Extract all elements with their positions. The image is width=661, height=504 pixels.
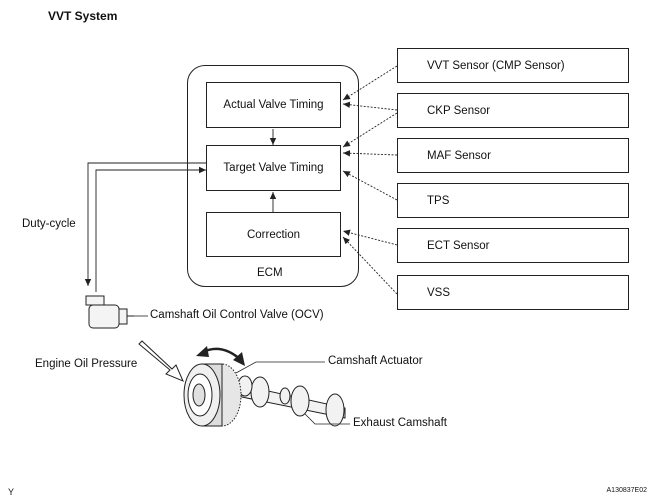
arrow-vvt-to-actual <box>342 65 398 101</box>
correction-box: Correction <box>206 212 341 257</box>
sensor-maf: MAF Sensor <box>397 138 629 173</box>
sensor-vvt: VVT Sensor (CMP Sensor) <box>397 48 629 83</box>
corner-mark: Y <box>8 487 15 497</box>
actuator-label: Camshaft Actuator <box>328 355 423 367</box>
sensor-ect: ECT Sensor <box>397 228 629 263</box>
duty-cycle-line-return <box>95 166 206 292</box>
figure-code: A130837E02 <box>606 487 647 494</box>
ocv-label: Camshaft Oil Control Valve (OCV) <box>150 309 324 321</box>
ocv-icon <box>85 295 134 329</box>
duty-cycle-line-out <box>84 162 206 286</box>
oil-pressure-label: Engine Oil Pressure <box>35 358 138 370</box>
actual-valve-timing-box: Actual Valve Timing <box>206 82 341 128</box>
sensor-vss-label: VSS <box>427 286 451 299</box>
target-valve-timing-label: Target Valve Timing <box>223 162 324 174</box>
page-title: VVT System <box>48 9 118 23</box>
camshaft-leader-line <box>304 413 350 425</box>
sensor-maf-label: MAF Sensor <box>427 149 491 162</box>
actuator-icon <box>183 363 242 427</box>
sensor-vss: VSS <box>397 275 629 310</box>
ecm-enclosure <box>187 65 359 287</box>
duty-cycle-label: Duty-cycle <box>22 218 76 230</box>
sensor-ckp: CKP Sensor <box>397 93 629 128</box>
oil-pressure-arrow-icon <box>138 340 184 382</box>
arrow-ect-to-correction <box>342 229 398 246</box>
sensor-tps: TPS <box>397 183 629 218</box>
sensor-vvt-label: VVT Sensor (CMP Sensor) <box>427 59 565 72</box>
arrow-vss-to-correction <box>342 236 398 295</box>
sensor-ect-label: ECT Sensor <box>427 239 490 252</box>
sensor-ckp-label: CKP Sensor <box>427 104 491 117</box>
arrow-ckp-to-target <box>342 112 398 148</box>
ecm-label: ECM <box>257 267 283 279</box>
correction-label: Correction <box>246 228 301 241</box>
camshaft-icon <box>231 375 346 427</box>
camshaft-label: Exhaust Camshaft <box>353 417 447 429</box>
actuator-leader-line <box>235 361 325 374</box>
actual-valve-timing-label: Actual Valve Timing <box>223 99 324 111</box>
target-valve-timing-box: Target Valve Timing <box>206 145 341 191</box>
sensor-tps-label: TPS <box>427 194 450 207</box>
